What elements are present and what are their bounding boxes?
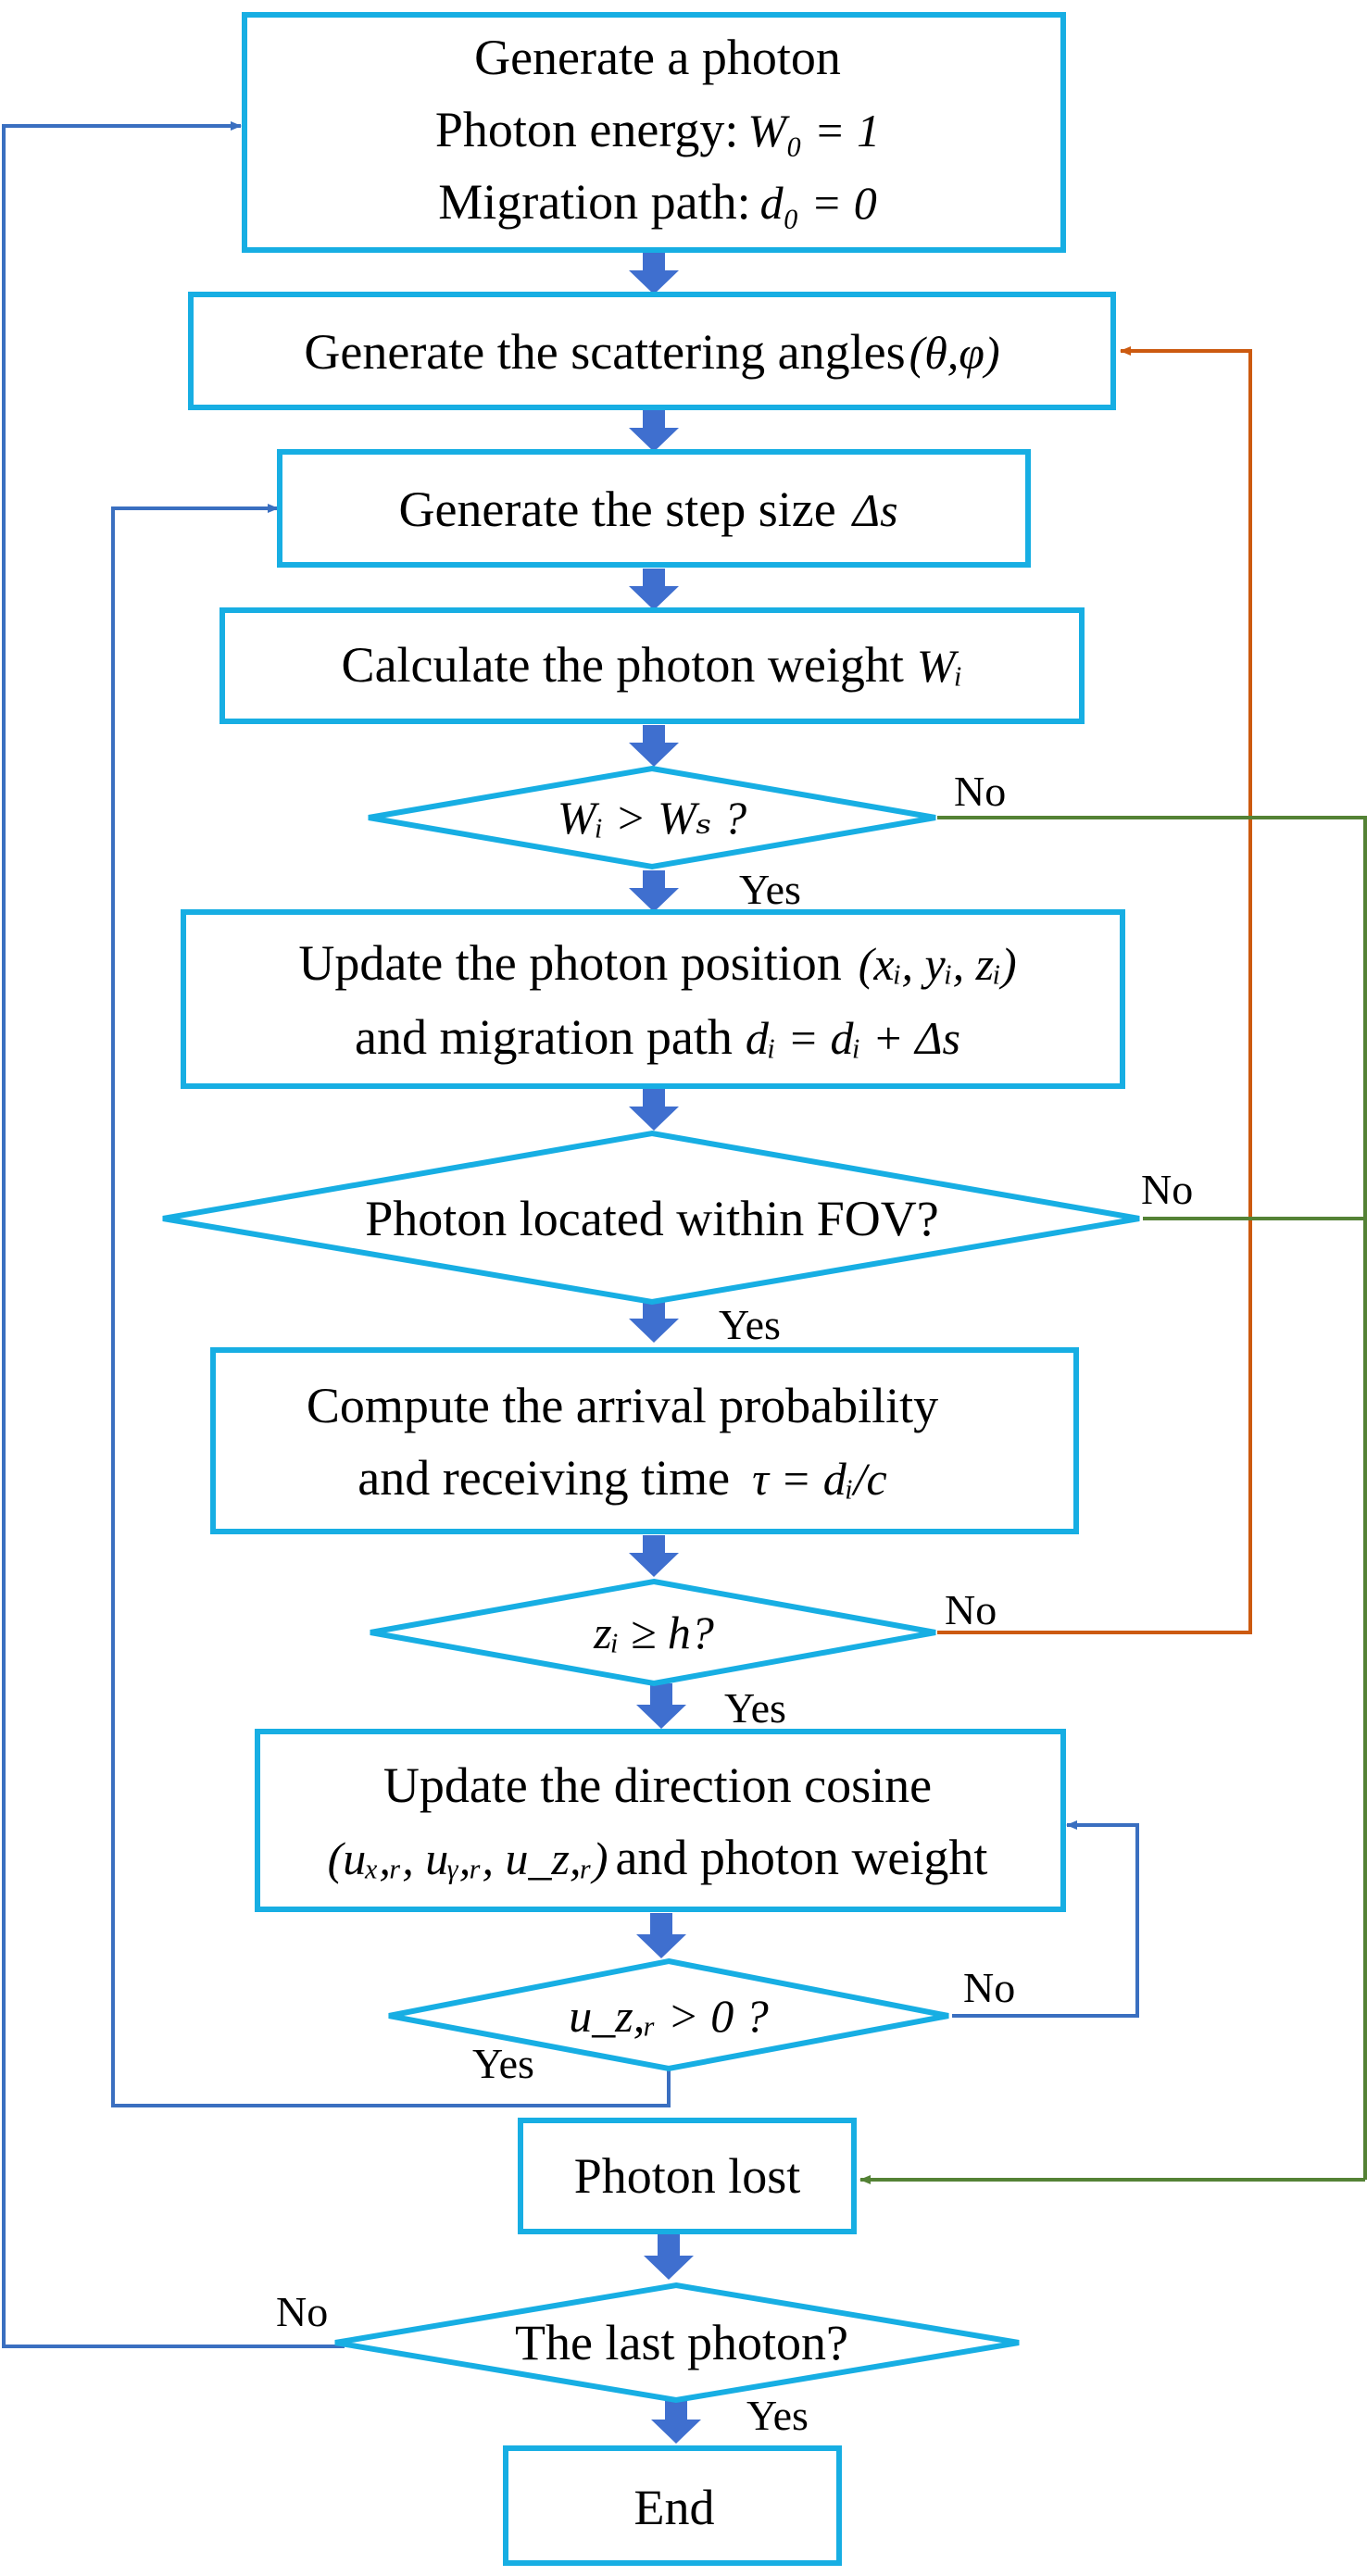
photon-lost-text: Photon lost <box>574 2148 801 2204</box>
scattering-math: (θ,φ) <box>909 327 1000 379</box>
last-photon-text: The last photon? <box>515 2315 848 2370</box>
node-update-direction: Update the direction cosine (uₓ,ᵣ, uᵧ,ᵣ,… <box>255 1729 1066 1912</box>
decision-height-check: zᵢ ≥ h? <box>370 1578 936 1687</box>
photon-weight-line: Calculate the photon weight Wᵢ <box>342 637 963 693</box>
photon-energy-line: Photon energy: W₀ = 1 <box>435 102 880 157</box>
photon-weight-label: Calculate the photon weight <box>342 637 904 693</box>
node-step-size: Generate the step size Δs <box>277 449 1031 568</box>
step-size-label: Generate the step size <box>398 481 835 537</box>
end-text: End <box>634 2480 715 2535</box>
down-arrow-10 <box>636 1913 686 1958</box>
down-arrow-9 <box>636 1683 686 1729</box>
fov-check-text: Photon located within FOV? <box>365 1191 938 1246</box>
migration-update-label: and migration path <box>355 1009 733 1065</box>
arrival-line1: Compute the arrival probability <box>307 1378 938 1433</box>
down-arrow-12 <box>651 2398 701 2444</box>
photon-energy-label: Photon energy: <box>435 102 738 157</box>
node-arrival-probability: Compute the arrival probability and rece… <box>210 1347 1079 1534</box>
height-yes-label: Yes <box>724 1684 786 1732</box>
migration-update-math: dᵢ = dᵢ + Δs <box>746 1012 960 1064</box>
weight-check-math: Wᵢ > Wₛ ? <box>558 792 746 844</box>
node-photon-weight: Calculate the photon weight Wᵢ <box>219 607 1085 724</box>
weight-no-label: No <box>954 768 1006 815</box>
update-position-line1: Update the photon position (xᵢ, yᵢ, zᵢ) <box>298 935 1016 991</box>
arrival-line2: and receiving time τ = dᵢ/c <box>357 1450 886 1506</box>
node-scattering-angles: Generate the scattering angles (θ,φ) <box>188 292 1116 410</box>
migration-path-label: Migration path: <box>438 174 750 230</box>
node-generate-photon: Generate a photon Photon energy: W₀ = 1 … <box>242 12 1066 253</box>
receiving-time-math: τ = dᵢ/c <box>752 1453 887 1505</box>
down-arrow-8 <box>629 1535 679 1577</box>
down-arrow-4 <box>629 725 679 767</box>
update-direction-line1: Update the direction cosine <box>383 1757 932 1813</box>
decision-last-photon: The last photon? <box>334 2282 1020 2404</box>
down-arrow-1 <box>629 253 679 294</box>
migration-path-value: d₀ = 0 <box>760 177 877 229</box>
photon-energy-value: W₀ = 1 <box>747 105 880 156</box>
node-update-position: Update the photon position (xᵢ, yᵢ, zᵢ) … <box>181 909 1125 1089</box>
node-end: End <box>503 2445 842 2566</box>
last-photon-yes-label: Yes <box>746 2392 809 2439</box>
direction-weight-label: and photon weight <box>615 1830 987 1885</box>
down-arrow-2 <box>629 410 679 452</box>
weight-yes-label: Yes <box>739 866 801 913</box>
fov-yes-label: Yes <box>719 1301 781 1348</box>
loop-uz-yes <box>111 504 671 2107</box>
decision-weight-check: Wᵢ > Wₛ ? <box>368 765 936 870</box>
down-arrow-5 <box>629 870 679 912</box>
update-position-math: (xᵢ, yᵢ, zᵢ) <box>859 938 1017 990</box>
migration-path-line: Migration path: d₀ = 0 <box>438 174 877 230</box>
step-size-math: Δs <box>851 484 898 536</box>
photon-weight-math: Wᵢ <box>917 640 963 692</box>
loop-uz-no <box>952 1820 1139 2018</box>
update-position-label: Update the photon position <box>298 935 841 991</box>
uz-yes-label: Yes <box>472 2040 534 2087</box>
direction-cosine-math: (uₓ,ᵣ, uᵧ,ᵣ, u_z,ᵣ) <box>328 1832 608 1884</box>
height-check-math: zᵢ ≥ h? <box>593 1607 714 1658</box>
scattering-line: Generate the scattering angles (θ,φ) <box>304 324 999 380</box>
down-arrow-7 <box>629 1301 679 1343</box>
fov-no-label: No <box>1141 1166 1193 1213</box>
decision-uz-check: u_z,ᵣ > 0 ? <box>388 1957 949 2072</box>
update-position-line2: and migration path dᵢ = dᵢ + Δs <box>355 1009 960 1065</box>
node-photon-lost: Photon lost <box>518 2118 857 2234</box>
uz-no-label: No <box>963 1964 1015 2011</box>
decision-fov-check: Photon located within FOV? <box>162 1130 1140 1306</box>
flow-arrows <box>629 253 701 2444</box>
loop-weight-no <box>937 816 1367 2180</box>
step-size-line: Generate the step size Δs <box>398 481 897 537</box>
down-arrow-6 <box>629 1089 679 1131</box>
loop-last-photon-no <box>2 121 345 2348</box>
down-arrow-11 <box>644 2234 694 2280</box>
update-direction-line2: (uₓ,ᵣ, uᵧ,ᵣ, u_z,ᵣ) and photon weight <box>328 1830 988 1885</box>
down-arrow-3 <box>629 569 679 610</box>
last-photon-no-label: No <box>276 2288 328 2335</box>
scattering-label: Generate the scattering angles <box>304 324 905 380</box>
uz-check-math: u_z,ᵣ > 0 ? <box>569 1990 769 2042</box>
generate-photon-title: Generate a photon <box>474 30 841 85</box>
receiving-time-label: and receiving time <box>357 1450 730 1506</box>
height-no-label: No <box>945 1586 997 1633</box>
loop-height-no <box>937 346 1252 1634</box>
